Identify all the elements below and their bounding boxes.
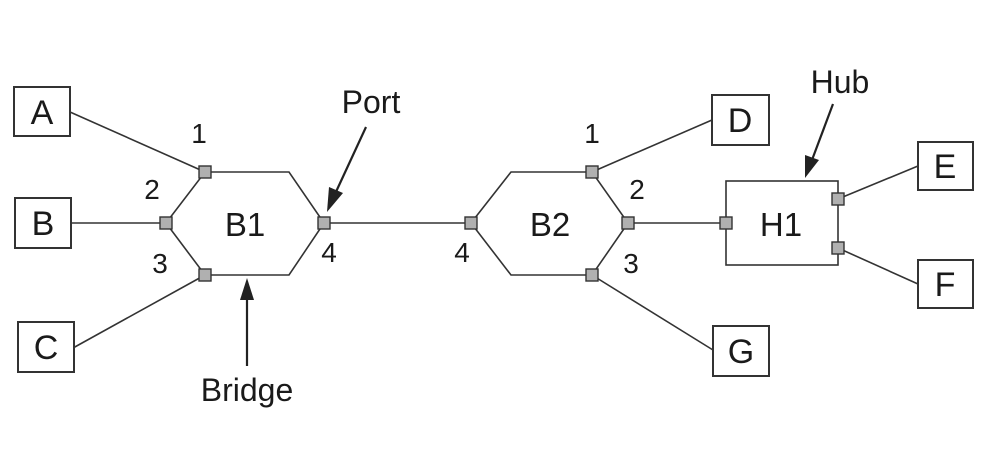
h1-port-f: [831, 241, 845, 255]
host-b-label: B: [32, 205, 55, 243]
h1-port-left: [719, 216, 733, 230]
host-a-label: A: [31, 94, 54, 132]
b2-port-4: [464, 216, 478, 230]
link-a-b1: [69, 111, 206, 173]
host-f-label: F: [935, 266, 956, 304]
b2-port-2-label: 2: [629, 174, 645, 205]
bridge-b2: B2 1 2 3 4: [454, 118, 645, 282]
bridge-b1: B1 1 2 3 4: [144, 118, 337, 282]
b1-port-4: [317, 216, 331, 230]
host-c-label: C: [34, 329, 59, 367]
callout-hub-arrowhead: [805, 155, 819, 178]
host-f: F: [917, 259, 974, 309]
b2-port-1-label: 1: [584, 118, 600, 149]
host-e-label: E: [934, 148, 957, 186]
callout-port-arrowhead: [327, 187, 343, 212]
hub-h1: H1: [719, 180, 845, 266]
b1-port-1: [198, 165, 212, 179]
b2-port-1: [585, 165, 599, 179]
link-d-b2: [591, 119, 713, 173]
b2-port-3-label: 3: [623, 248, 639, 279]
b2-port-2: [621, 216, 635, 230]
host-d: D: [711, 94, 770, 146]
callout-bridge: Bridge: [201, 278, 294, 408]
link-g-b2: [591, 274, 714, 351]
link-h1-e: [837, 165, 919, 200]
host-g: G: [712, 325, 770, 377]
link-h1-f: [837, 247, 919, 285]
link-c-b1: [72, 274, 206, 349]
b2-port-3: [585, 268, 599, 282]
bridge-b2-label: B2: [530, 206, 570, 243]
callout-bridge-arrowhead: [240, 278, 254, 300]
h1-port-e: [831, 192, 845, 206]
b1-port-3-label: 3: [152, 248, 168, 279]
host-d-label: D: [728, 102, 753, 140]
host-b: B: [14, 197, 72, 249]
hub-h1-label: H1: [760, 206, 802, 243]
b1-port-2-label: 2: [144, 174, 160, 205]
callout-bridge-label: Bridge: [201, 372, 294, 408]
host-a: A: [13, 86, 71, 137]
bridge-b1-label: B1: [225, 206, 265, 243]
b1-port-1-label: 1: [191, 118, 207, 149]
callout-port-label: Port: [342, 84, 401, 120]
callout-port: Port: [327, 84, 400, 212]
host-c: C: [17, 321, 75, 373]
callout-hub: Hub: [805, 64, 869, 178]
b1-port-3: [198, 268, 212, 282]
host-g-label: G: [728, 333, 754, 371]
callout-hub-label: Hub: [811, 64, 870, 100]
host-e: E: [917, 141, 974, 191]
b1-port-2: [159, 216, 173, 230]
b2-port-4-label: 4: [454, 237, 470, 268]
b1-port-4-label: 4: [321, 237, 337, 268]
